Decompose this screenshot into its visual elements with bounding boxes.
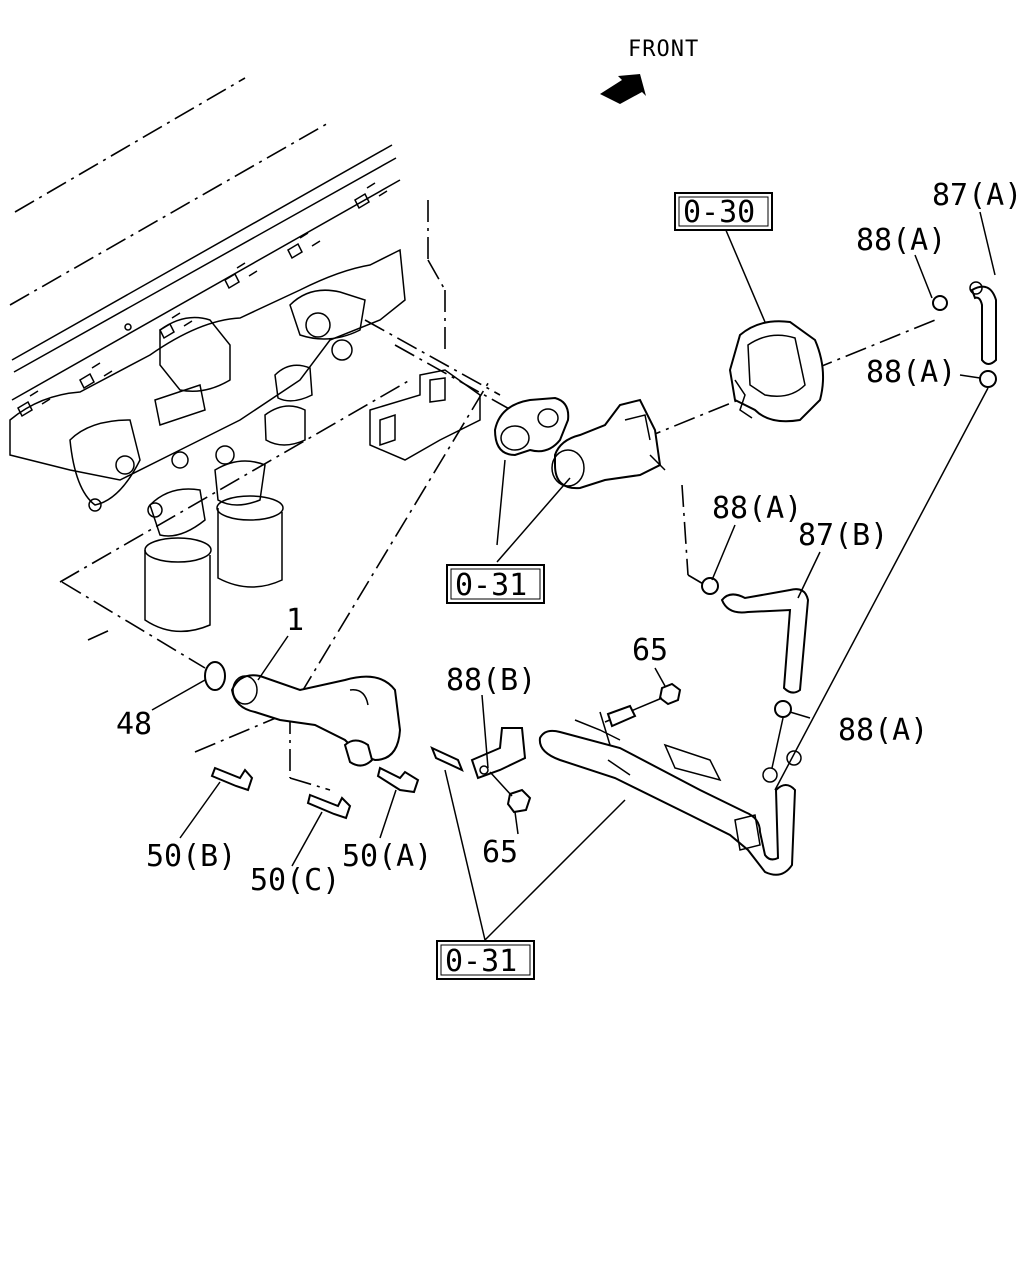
ref-0-31-bottom-label: 0-31 [445,944,517,979]
label-65-lower: 65 [482,835,518,870]
water-outlet-assembly [493,396,666,490]
label-88A-top: 88(A) [856,223,946,258]
ref-0-31-top-label: 0-31 [455,568,527,603]
hose-87B [720,588,810,694]
label-50B: 50(B) [146,839,236,874]
bolt-65-upper [604,682,682,728]
label-48: 48 [116,707,152,742]
pipe-1 [230,674,402,767]
front-arrow-icon [600,74,646,104]
label-1: 1 [286,603,304,638]
o-ring-48 [204,661,226,691]
nut-65-lower [506,788,532,814]
label-50C: 50(C) [250,863,340,898]
clamp-88B [470,727,527,780]
stud [430,746,464,772]
ref-box-0-31-bottom[interactable]: 0-31 [436,940,535,980]
engine-block [9,77,481,633]
label-88A-mid: 88(A) [712,491,802,526]
label-88A-right: 88(A) [866,355,956,390]
ref-0-30-label: 0-30 [683,195,755,230]
clamps-88A [701,295,997,718]
label-88B: 88(B) [446,663,536,698]
water-pipe-assembly [538,711,802,876]
leader-lines [151,211,996,941]
front-indicator: FRONT [600,37,699,104]
ref-box-0-30[interactable]: 0-30 [674,192,773,231]
label-87A: 87(A) [932,178,1022,213]
label-87B: 87(B) [798,518,888,553]
front-label: FRONT [628,37,699,62]
bolts-50 [210,766,420,820]
label-88A-bottom: 88(A) [838,713,928,748]
housing-0-30 [728,320,825,423]
label-65-upper: 65 [632,633,668,668]
ref-box-0-31-top[interactable]: 0-31 [446,564,545,604]
callout-labels: 87(A) 88(A) 88(A) 88(A) 87(B) 88(A) 65 8… [116,178,1022,898]
hose-87A [969,281,997,365]
label-50A: 50(A) [342,839,432,874]
